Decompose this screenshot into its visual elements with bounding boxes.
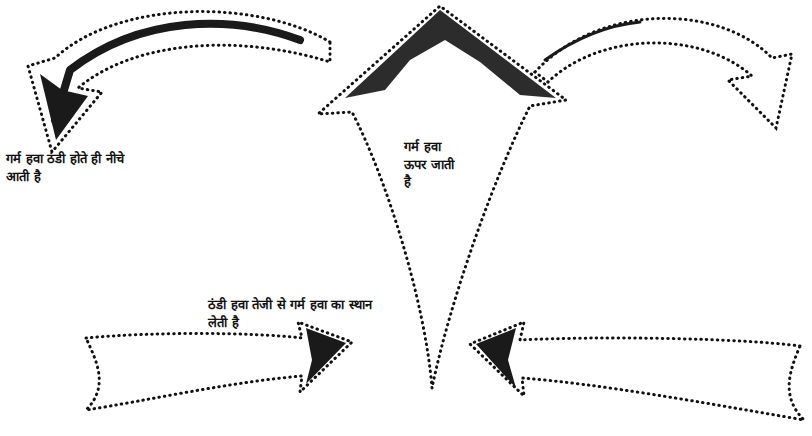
descending-arrow-stroke-right	[545, 22, 640, 60]
annotation-label: ठंडी हवा तेजी से गर्म हवा का स्थान लेती …	[208, 296, 383, 331]
descending-air-arrow-right	[535, 18, 792, 128]
rising-arrow-head	[345, 10, 556, 98]
descending-air-arrow-left	[28, 12, 330, 152]
inflow-arrow-left	[86, 322, 352, 410]
descending-arrow-stroke-left	[55, 24, 300, 120]
rising-air-arrow	[318, 6, 566, 388]
annotation-label: गर्म हवा ठंडी होते ही नीचे आती है	[6, 150, 131, 185]
descending-arrow-head-left	[40, 74, 88, 140]
inflow-arrow-right	[470, 322, 804, 420]
annotation-label: गर्म हवा ऊपर जाती है	[404, 138, 456, 191]
inflow-arrow-head-right	[476, 328, 516, 388]
inflow-arrow-head-left	[306, 328, 346, 384]
